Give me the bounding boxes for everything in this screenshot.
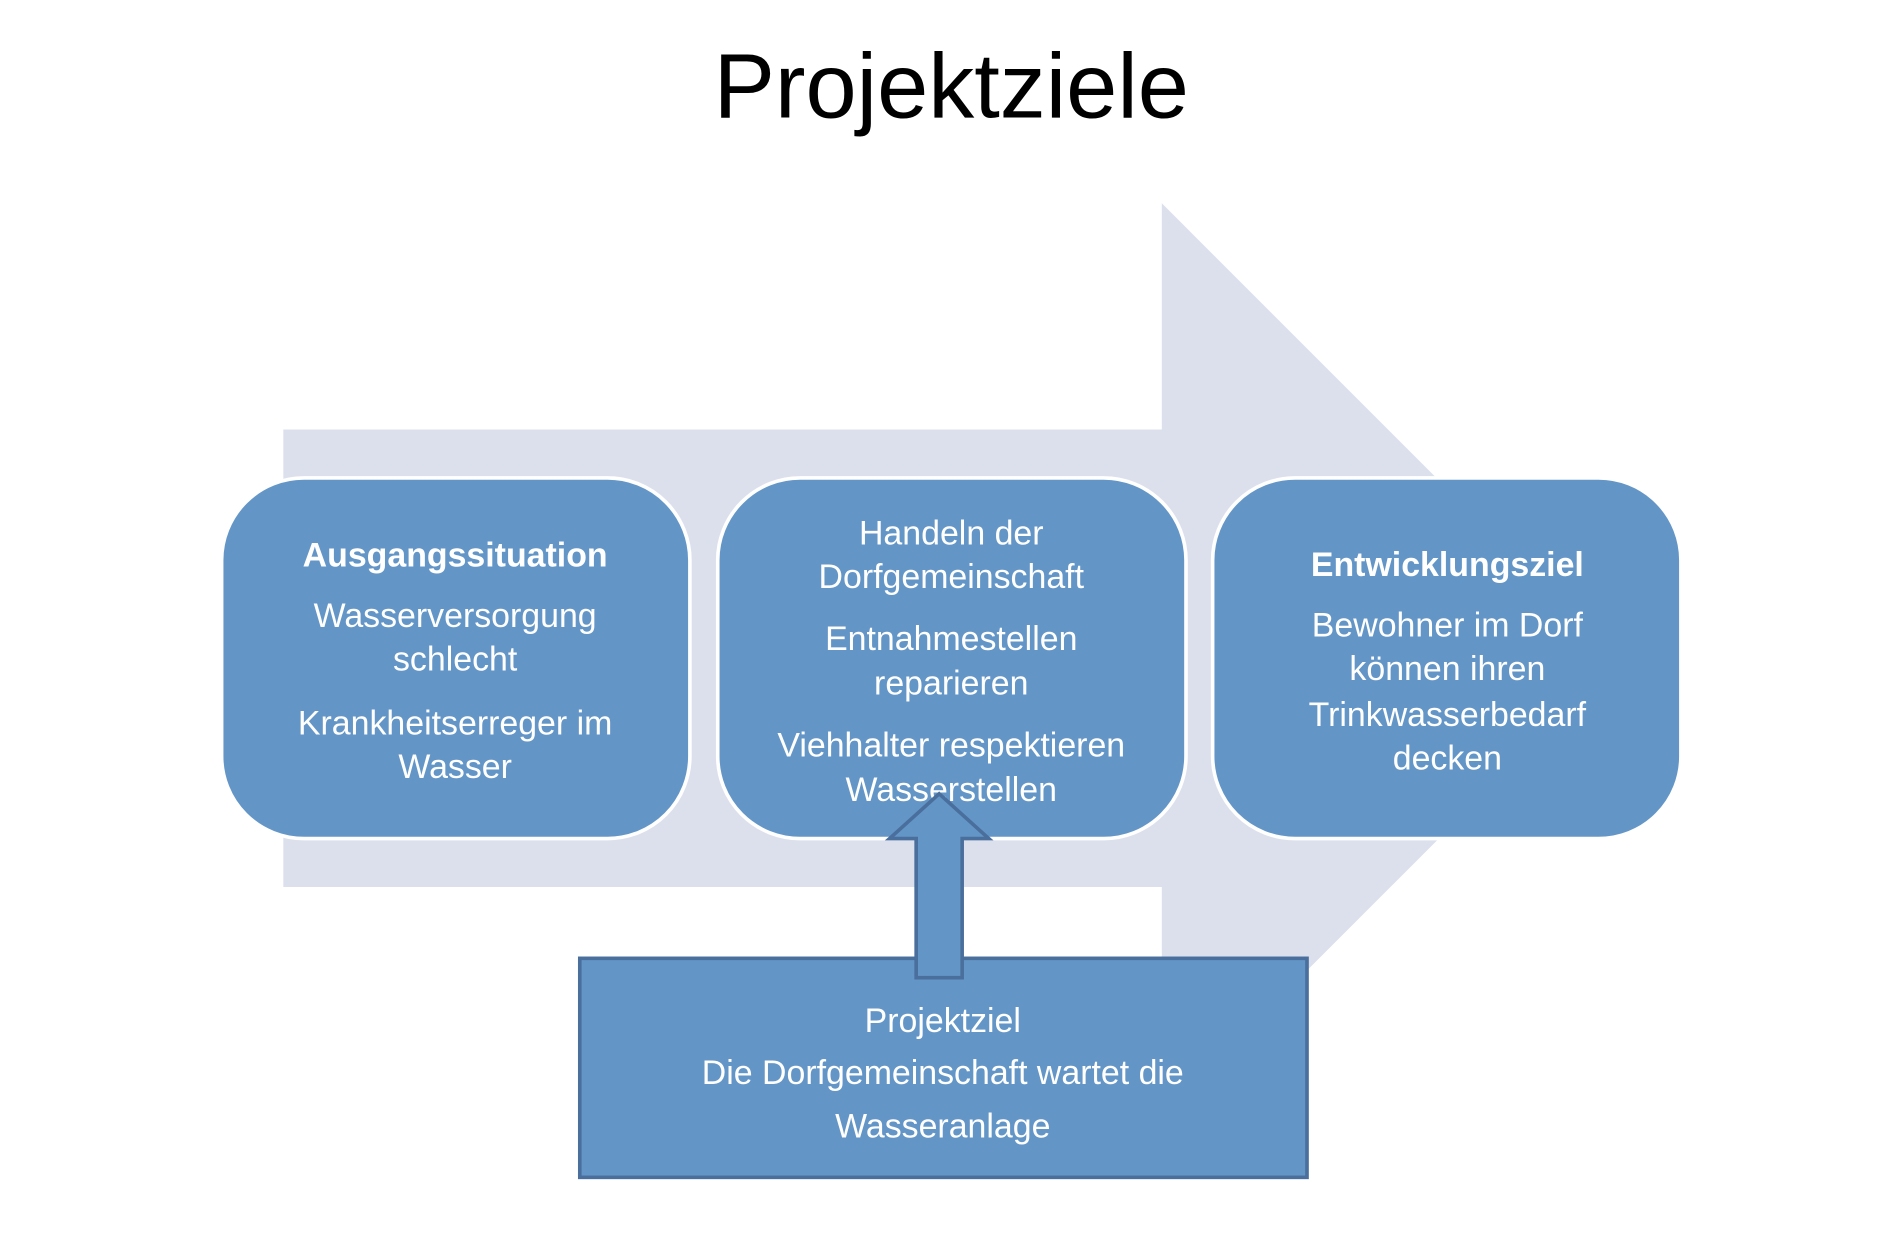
box-line: Dorfgemeinschaft [819, 558, 1085, 596]
goal-line: Wasseranlage [835, 1107, 1050, 1145]
box-heading: Entwicklungsziel [1311, 546, 1584, 584]
box-line: reparieren [874, 665, 1028, 703]
up-arrow-icon [884, 791, 994, 980]
box-line: Trinkwasserbedarf [1309, 696, 1587, 734]
box-heading: Ausgangssituation [303, 536, 608, 574]
box-line: schlecht [393, 640, 518, 678]
goal-line: Die Dorfgemeinschaft wartet die [702, 1054, 1184, 1092]
box-line: Handeln der [859, 515, 1044, 553]
box-line: können ihren [1349, 650, 1545, 688]
box-line: Krankheitserreger im [298, 704, 612, 742]
box-line: Viehhalter respektieren [777, 726, 1125, 764]
box-handeln: Handeln der Dorfgemeinschaft Entnahmeste… [715, 476, 1188, 841]
box-line: Wasser [398, 748, 512, 786]
box-line: Wasserversorgung [314, 597, 597, 635]
box-line: decken [1393, 740, 1502, 778]
box-entwicklungsziel: Entwicklungsziel Bewohner im Dorf können… [1210, 476, 1683, 841]
goal-line: Projektziel [865, 1002, 1021, 1040]
box-line: Entnahmestellen [825, 620, 1077, 658]
page-title: Projektziele [714, 35, 1189, 137]
box-projektziel: Projektziel Die Dorfgemeinschaft wartet … [577, 956, 1309, 1180]
box-line: Bewohner im Dorf [1312, 606, 1584, 644]
box-ausgangssituation: Ausgangssituation Wasserversorgung schle… [219, 476, 692, 841]
